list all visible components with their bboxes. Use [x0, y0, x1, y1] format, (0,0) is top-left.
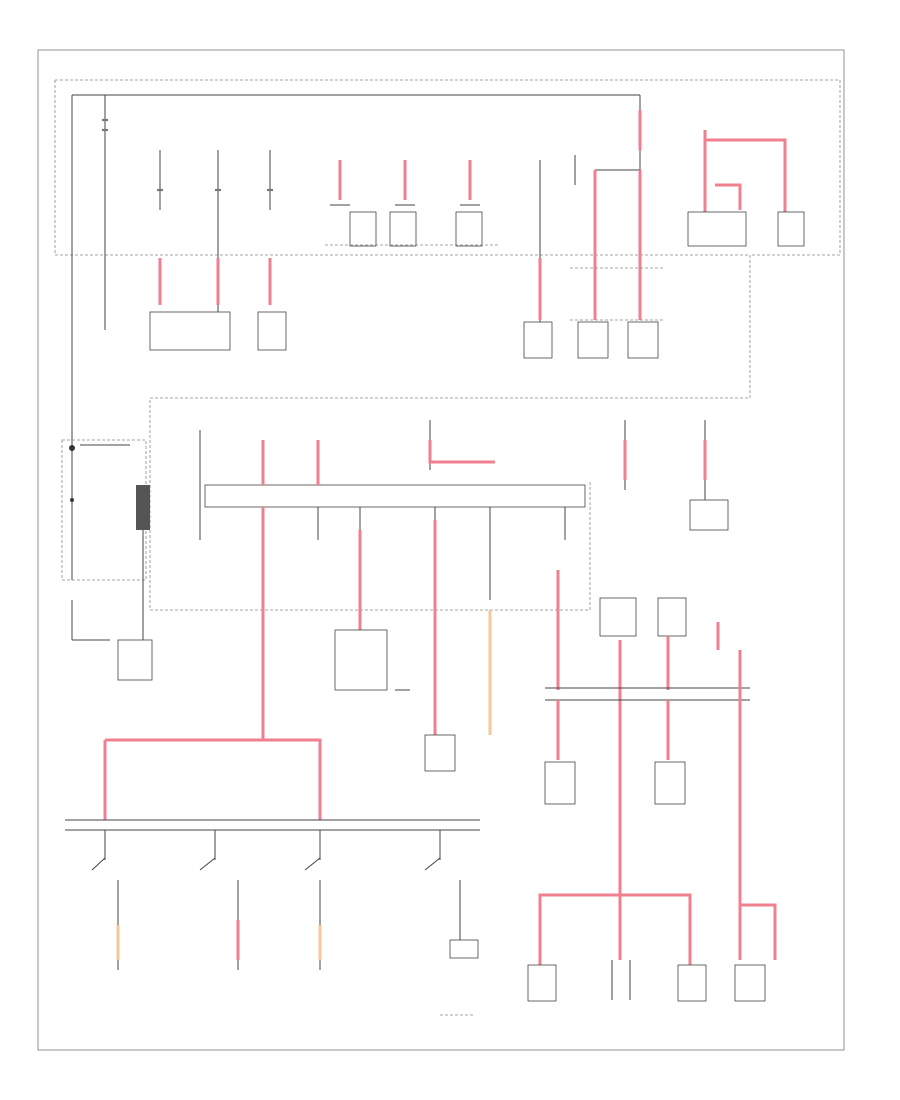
main-feed	[71, 94, 640, 440]
ignition-switch-section	[65, 738, 480, 1016]
second-row-components	[149, 267, 665, 359]
right-junction	[544, 597, 750, 900]
top-relays	[325, 160, 500, 247]
bottom-right-splice	[527, 890, 777, 1002]
top-fuse-row	[157, 150, 273, 330]
middle-relay	[334, 629, 456, 772]
drawing-border	[37, 49, 845, 1051]
underhood-fuse-block	[54, 79, 841, 611]
battery-generator	[61, 439, 153, 681]
middle-bus	[199, 420, 729, 540]
top-right-relays	[538, 95, 805, 330]
bus-branches	[261, 507, 566, 740]
